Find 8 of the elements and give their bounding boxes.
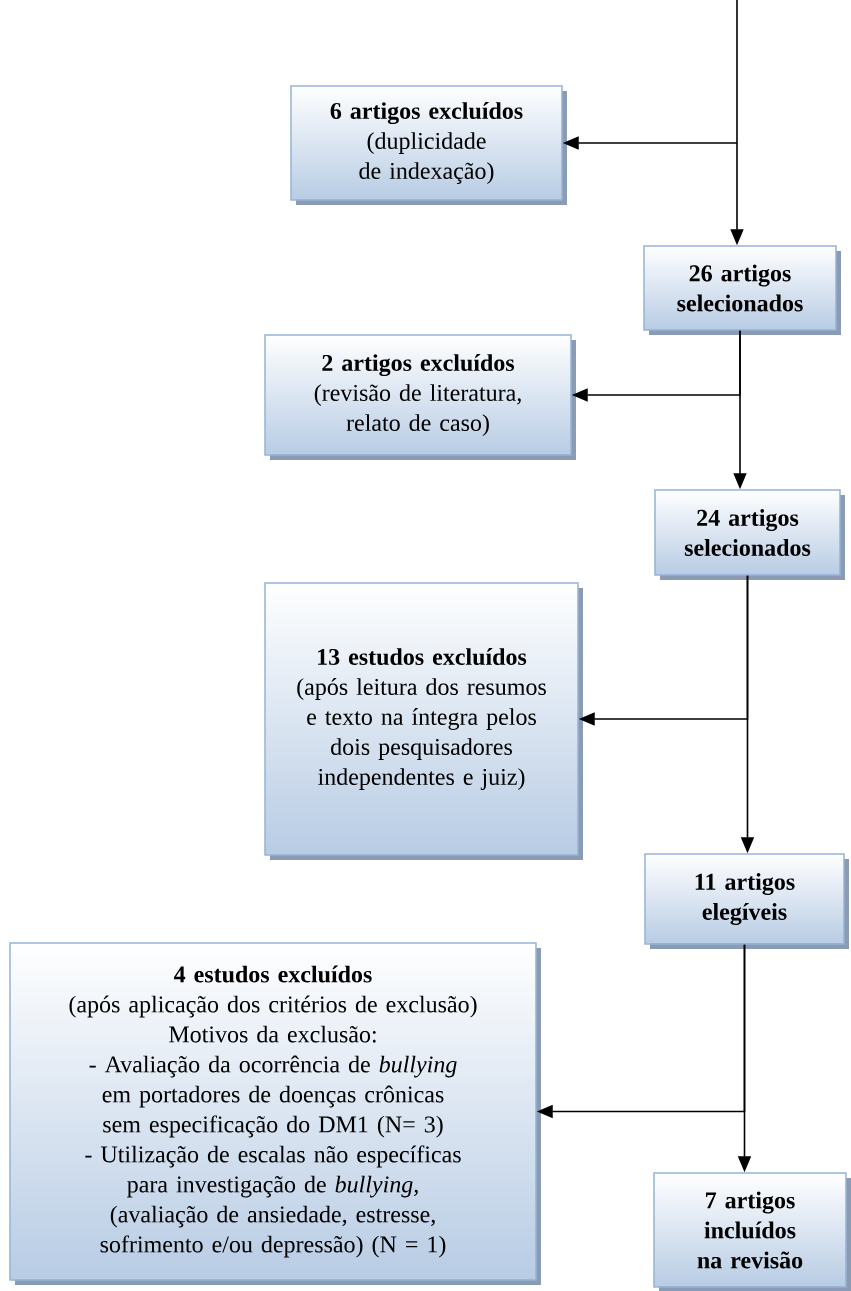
process-box: 4 estudos excluídos (após aplicação dos critérios de exclusão) Motivos da exclusão: - Avaliação da ocorrência de bullying em portadores de doenças crônicas sem especificação do DM1 (N= 3) - Utilização de escalas não específicas para investigação de bullying, (avaliação de ansiedade, estresse, sofrimento e/ou depressão) (N = 1) (9, 942, 541, 1285)
process-box: 11 artigos elegíveis (644, 853, 849, 949)
process-box: 13 estudos excluídos (após leitura dos resumos e texto na íntegra pelos dois pesquisadores independentes e juiz) (264, 582, 583, 860)
process-box: 2 artigos excluídos (revisão de literatura, relato de caso) (264, 334, 576, 460)
process-box: 6 artigos excluídos (duplicidade de indexação) (290, 85, 567, 205)
process-box: 24 artigos selecionados (654, 489, 845, 580)
process-box: 26 artigos selecionados (643, 245, 841, 335)
process-box: 7 artigos incluídos na revisão (653, 1172, 851, 1291)
